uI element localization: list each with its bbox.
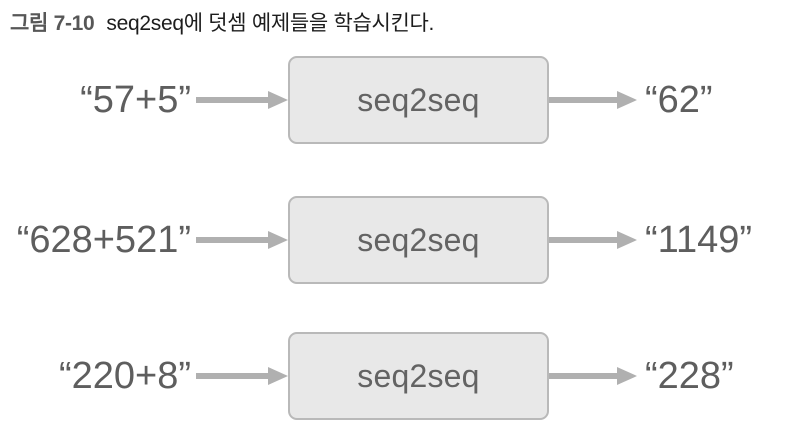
figure-number: 그림 7-10 [10, 12, 95, 35]
seq2seq-box-label: seq2seq [357, 82, 480, 118]
arrow-right-icon [549, 91, 637, 109]
diagram-row: “57+5” seq2seq “62” [0, 50, 786, 150]
arrow-right-icon [549, 367, 637, 385]
diagram-row: “628+521” seq2seq “1149” [0, 190, 786, 290]
seq2seq-box: seq2seq [288, 56, 549, 144]
input-label: “220+8” [58, 354, 191, 397]
output-label: “228” [645, 354, 734, 397]
diagram-row: “220+8” seq2seq “228” [0, 326, 786, 426]
arrow-right-icon [549, 231, 637, 249]
seq2seq-box: seq2seq [288, 196, 549, 284]
arrow-right-icon [196, 367, 288, 385]
input-label: “628+521” [16, 218, 191, 261]
figure-caption-text: seq2seq에 덧셈 예제들을 학습시킨다. [106, 12, 435, 35]
output-label: “1149” [645, 218, 753, 261]
input-label: “57+5” [80, 78, 191, 121]
arrow-right-icon [196, 91, 288, 109]
seq2seq-box-label: seq2seq [357, 222, 480, 258]
output-label: “62” [645, 78, 713, 121]
seq2seq-box: seq2seq [288, 332, 549, 420]
figure-caption: 그림 7-10 seq2seq에 덧셈 예제들을 학습시킨다. [10, 7, 770, 37]
arrow-right-icon [196, 231, 288, 249]
seq2seq-box-label: seq2seq [357, 358, 480, 394]
